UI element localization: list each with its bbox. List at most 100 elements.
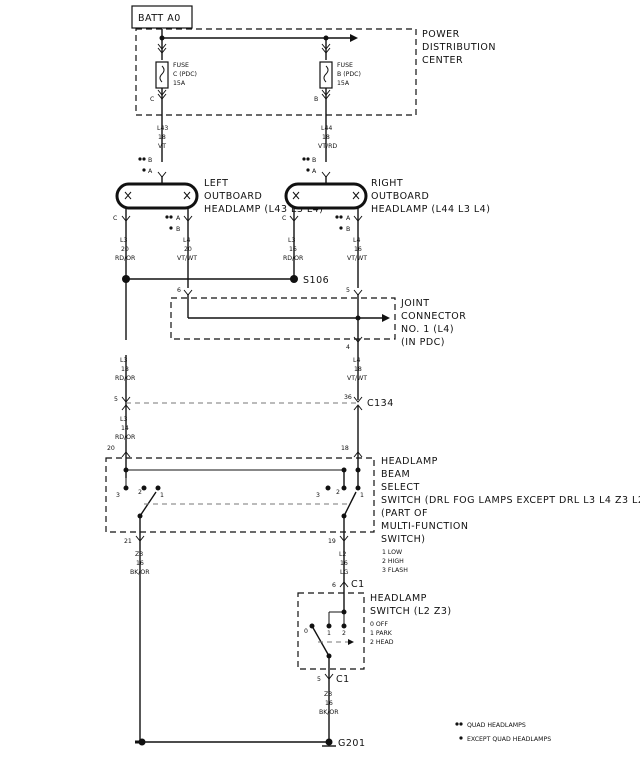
wire-l43-color: VT xyxy=(158,143,166,150)
ground-g201-dot xyxy=(325,738,333,746)
headlamp-switch-box xyxy=(297,592,365,670)
wire-l3-18-gauge: 18 xyxy=(121,366,129,373)
wire-l4-18-color: VT/WT xyxy=(347,375,367,382)
beam-pos-2: 2 HIGH xyxy=(382,558,404,565)
beam-switch-label-4: SWITCH (DRL FOG LAMPS EXCEPT DRL L3 L4 Z… xyxy=(381,495,640,506)
wire-z3-bottom-color: BK/OR xyxy=(319,709,339,716)
right-headlamp-bulb xyxy=(284,182,368,210)
fuse-c xyxy=(155,61,169,89)
hs-position-1: 1 PARK xyxy=(370,630,393,637)
c134-label: C134 xyxy=(367,398,394,409)
c134-pin-right: 36 xyxy=(344,394,352,401)
wire-l3-14-code: L3 xyxy=(120,416,127,423)
right-headlamp-label-1: RIGHT xyxy=(371,178,403,189)
right-switch-pos-1: 1 xyxy=(360,492,364,499)
left-bottom-pin-c: C xyxy=(113,215,117,222)
c134-pin-left: 5 xyxy=(114,396,118,403)
left-headlamp-label-2: OUTBOARD xyxy=(204,191,262,202)
wire-l4-18-gauge: 18 xyxy=(354,366,362,373)
headlamp-switch-arrow xyxy=(348,639,354,645)
splice-label: S106 xyxy=(303,275,329,286)
pdc-label-2: DISTRIBUTION xyxy=(422,42,496,53)
legend-except: EXCEPT QUAD HEADLAMPS xyxy=(467,736,551,743)
right-switch-pos-3: 3 xyxy=(316,492,320,499)
c1-bottom-label: C1 xyxy=(336,674,350,685)
wire-l3-16-code: L3 xyxy=(288,237,295,244)
wire-l43-gauge: 18 xyxy=(158,134,166,141)
left-headlamp-bulb xyxy=(115,182,199,210)
wire-l2-16-gauge: 16 xyxy=(340,560,348,567)
wire-l4-16-code: L4 xyxy=(353,237,360,244)
wire-l4-18-code: L4 xyxy=(353,357,360,364)
left-headlamp-x-right xyxy=(183,191,191,200)
wire-l2-16-color: LG xyxy=(340,569,348,576)
wire-l3-20-code: L3 xyxy=(120,237,127,244)
c1-bottom-pin: 5 xyxy=(317,676,321,683)
right-top-pin-a: A xyxy=(312,168,317,175)
joint-label-3: NO. 1 (L4) xyxy=(401,324,454,335)
wire-l44-color: VT/RD xyxy=(318,143,337,150)
right-bottom-pin-b: B xyxy=(346,226,350,233)
right-switch-pos-2: 2 xyxy=(336,489,340,496)
ground-label: G201 xyxy=(338,738,366,749)
switch-pin-20: 20 xyxy=(107,445,115,452)
left-headlamp-label-1: LEFT xyxy=(204,178,228,189)
wire-l43-code: L43 xyxy=(157,125,168,132)
legend-quad: QUAD HEADLAMPS xyxy=(467,722,526,729)
batt-label: BATT A0 xyxy=(138,13,181,24)
fuse-b-label-2: B (PDC) xyxy=(337,71,361,78)
beam-switch-label-3: SELECT xyxy=(381,482,420,493)
fuse-c-pin: C xyxy=(150,96,154,103)
headlamp-switch-blade xyxy=(311,625,330,657)
fuse-b-label-3: 15A xyxy=(337,80,350,87)
wire-l3-14-color: RD/OR xyxy=(115,434,136,441)
hs-pos-1: 1 xyxy=(327,630,331,637)
beam-switch-label-1: HEADLAMP xyxy=(381,456,438,467)
wire-l3-18-code: L3 xyxy=(120,357,127,364)
switch-pin-18: 18 xyxy=(341,445,349,452)
beam-switch-label-6: MULTI-FUNCTION xyxy=(381,521,469,532)
beam-switch-label-7: SWITCH) xyxy=(381,534,425,545)
left-bottom-pin-b: B xyxy=(176,226,180,233)
batt-box xyxy=(131,5,193,29)
joint-pin-6: 6 xyxy=(177,287,181,294)
switch-pin-21: 21 xyxy=(124,538,132,545)
left-bottom-pin-a: A xyxy=(176,215,181,222)
wire-l2-16-code: L2 xyxy=(339,551,346,558)
fuse-b-pin: B xyxy=(314,96,318,103)
wire-l3-16-gauge: 16 xyxy=(289,246,297,253)
right-top-pin-b: B xyxy=(312,157,316,164)
switch-pin-19: 19 xyxy=(328,538,336,545)
wire-z3-16-gauge: 16 xyxy=(136,560,144,567)
beam-pos-3: 3 FLASH xyxy=(382,567,408,574)
right-headlamp-x-right xyxy=(352,191,360,200)
bus-arrow xyxy=(350,34,358,42)
beam-switch-box xyxy=(105,457,375,533)
wire-z3-bottom-code: Z3 xyxy=(324,691,332,698)
left-headlamp-x-left xyxy=(124,191,132,200)
hs-pos-0: 0 xyxy=(304,628,308,635)
wire-l4-20-code: L4 xyxy=(183,237,190,244)
right-headlamp-label-2: OUTBOARD xyxy=(371,191,429,202)
right-headlamp-x-left xyxy=(292,191,300,200)
wire-l4-16-gauge: 16 xyxy=(354,246,362,253)
joint-label-4: (IN PDC) xyxy=(401,337,445,348)
c1-top-pin: 6 xyxy=(332,582,336,589)
joint-pin-4: 4 xyxy=(346,344,350,351)
fuse-b-label-1: FUSE xyxy=(337,62,353,69)
right-bottom-pin-a: A xyxy=(346,215,351,222)
left-headlamp-label-3: HEADLAMP (L43 L3 L4) xyxy=(204,204,323,215)
beam-switch-label-5: (PART OF xyxy=(381,508,428,519)
wire-l44-gauge: 18 xyxy=(322,134,330,141)
right-switch-blade xyxy=(343,491,357,517)
left-switch-pos-1: 1 xyxy=(160,492,164,499)
fuse-c-label-1: FUSE xyxy=(173,62,189,69)
fuse-c-label-3: 15A xyxy=(173,80,186,87)
left-top-pin-b: B xyxy=(148,157,152,164)
splice-s106-dot xyxy=(290,275,298,283)
hs-pos-2: 2 xyxy=(342,630,346,637)
pdc-box xyxy=(135,28,417,116)
joint-label-2: CONNECTOR xyxy=(401,311,466,322)
wire-l44-code: L44 xyxy=(321,125,332,132)
